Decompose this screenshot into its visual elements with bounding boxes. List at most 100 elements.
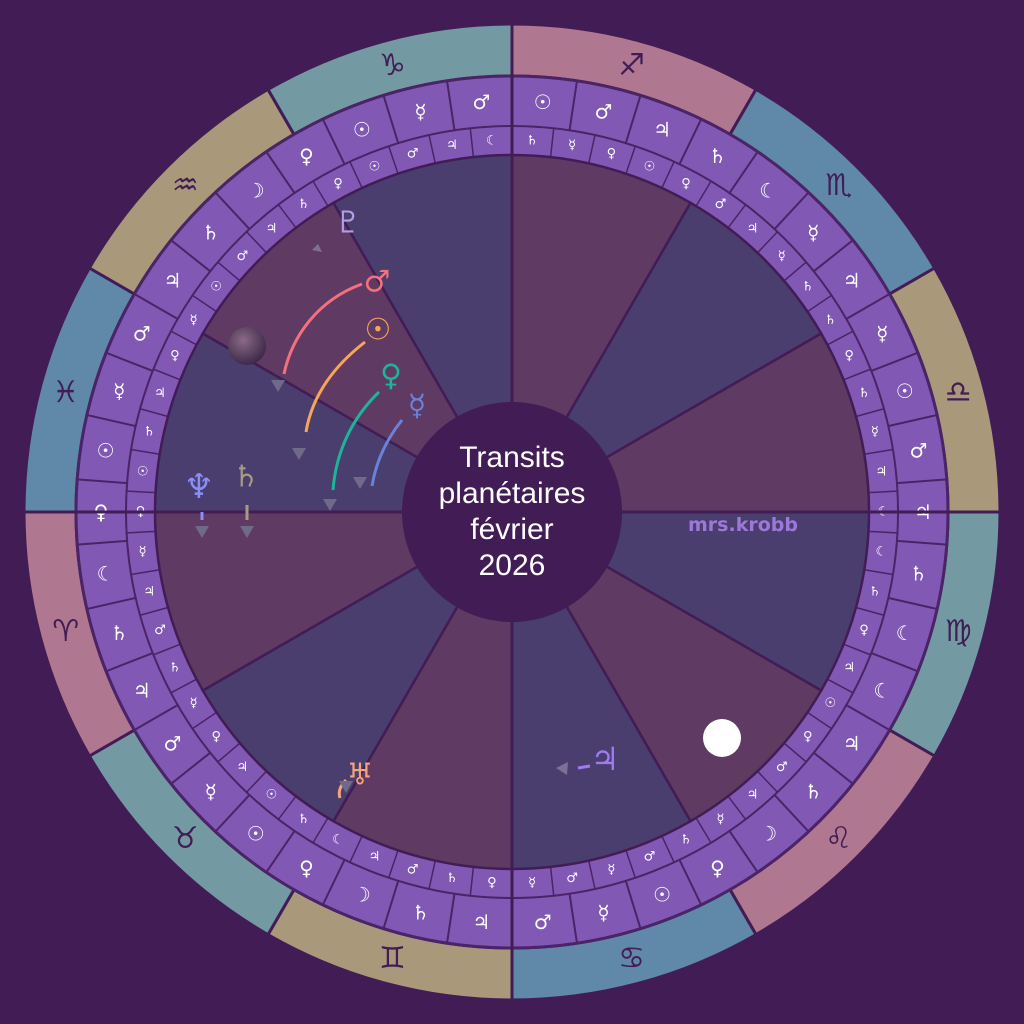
- day-ruler-glyph: ☿: [113, 379, 125, 403]
- day-moon-glyph: ♀: [859, 623, 869, 638]
- ring-tick: [855, 408, 885, 418]
- ring-tick: [265, 151, 296, 194]
- day-moon-glyph: ♄: [869, 584, 881, 599]
- aquarius-sign: ♒: [172, 168, 199, 203]
- virgo-sign: ♍: [945, 614, 972, 649]
- ring-tick: [192, 711, 217, 730]
- ring-tick: [133, 293, 179, 320]
- day-moon-glyph: ♄: [824, 313, 836, 328]
- taurus-sign: ♉: [172, 821, 199, 856]
- ring-tick: [756, 231, 778, 254]
- day-moon-glyph: ♂: [644, 850, 656, 865]
- ring-tick: [868, 490, 898, 494]
- day-ruler-glyph: ♂: [133, 322, 151, 346]
- neptune-icon: ♆: [184, 467, 214, 507]
- sun-arrow: [292, 448, 306, 460]
- day-moon-glyph: ♄: [680, 833, 692, 848]
- day-moon-glyph: ♃: [875, 464, 887, 479]
- day-moon-glyph: ♃: [266, 221, 278, 236]
- sagittarius-sign: ♐: [618, 48, 645, 83]
- ring-tick: [845, 293, 891, 320]
- day-moon-glyph: ♃: [154, 386, 166, 401]
- ring-tick: [388, 850, 399, 879]
- day-ruler-glyph: ☿: [876, 322, 888, 346]
- ring-tick: [428, 860, 436, 890]
- day-ruler-glyph: ☉: [97, 439, 115, 463]
- ring-tick: [888, 414, 938, 428]
- ring-tick: [349, 161, 363, 189]
- day-moon-glyph: ♀: [211, 729, 221, 744]
- day-ruler-glyph: ☉: [653, 883, 671, 907]
- ring-tick: [217, 742, 241, 763]
- day-ruler-glyph: ♃: [472, 910, 490, 934]
- ring-tick: [170, 330, 197, 346]
- day-ruler-glyph: ☽: [759, 821, 777, 845]
- venus-path: [331, 390, 381, 491]
- ring-tick: [170, 751, 211, 785]
- day-ruler-glyph: ☽: [247, 179, 265, 203]
- day-moon-glyph: ♃: [446, 138, 458, 153]
- day-ruler-glyph: ♄: [202, 220, 220, 244]
- ring-tick: [170, 239, 211, 273]
- ring-tick: [246, 231, 268, 254]
- mars-path: [282, 282, 363, 375]
- ring-tick: [624, 880, 642, 929]
- mercury-path: [370, 419, 404, 487]
- day-moon-glyph: ☿: [568, 138, 576, 153]
- day-ruler-glyph: ☾: [896, 621, 914, 645]
- jupiter-tick: [577, 764, 591, 770]
- ring-tick: [277, 795, 297, 820]
- day-ruler-glyph: ♀: [710, 856, 725, 880]
- day-moon-glyph: ☿: [190, 313, 198, 328]
- day-moon-glyph: ♀: [607, 147, 617, 162]
- ring-tick: [139, 408, 169, 418]
- ring-tick: [126, 490, 156, 494]
- day-moon-glyph: ☿: [139, 545, 147, 560]
- day-moon-glyph: ☉: [210, 280, 222, 295]
- ring-tick: [469, 866, 475, 896]
- ring-tick: [728, 830, 759, 873]
- day-moon-glyph: ♄: [143, 425, 155, 440]
- day-ruler-glyph: ☾: [97, 561, 115, 585]
- mars-arrow: [271, 380, 285, 392]
- ring-tick: [568, 80, 578, 131]
- day-ruler-glyph: ♂: [909, 439, 927, 463]
- ring-tick: [382, 880, 400, 929]
- ring-tick: [661, 161, 675, 189]
- ring-tick: [756, 770, 778, 793]
- ring-tick: [813, 239, 854, 273]
- ring-tick: [870, 652, 919, 673]
- day-moon-glyph: ♂: [154, 623, 166, 638]
- day-ruler-glyph: ♂: [534, 910, 552, 934]
- day-ruler-glyph: ☿: [414, 99, 426, 123]
- ring-tick: [783, 261, 807, 282]
- sun-icon: ☉: [365, 313, 392, 348]
- ring-tick: [86, 596, 136, 610]
- day-moon-glyph: ♂: [715, 197, 727, 212]
- ring-tick: [277, 204, 297, 229]
- ring-tick: [170, 678, 197, 694]
- mercury-arrow: [353, 477, 367, 489]
- ring-tick: [783, 742, 807, 763]
- day-ruler-glyph: ♂: [594, 99, 612, 123]
- ring-tick: [896, 478, 947, 485]
- ring-tick: [855, 606, 885, 616]
- mars-icon: ♂: [364, 265, 391, 300]
- day-ruler-glyph: ♄: [412, 901, 430, 925]
- cancer-sign: ♋: [618, 941, 645, 976]
- ring-tick: [321, 118, 346, 165]
- day-moon-glyph: ♀: [803, 729, 813, 744]
- libra-sign: ♎: [945, 375, 972, 410]
- watermark: mrs.krobb: [688, 514, 798, 536]
- day-ruler-glyph: ♃: [843, 268, 861, 292]
- day-ruler-glyph: ☉: [247, 821, 265, 845]
- day-moon-glyph: ♂: [407, 147, 419, 162]
- saturn-arrow: [240, 526, 254, 538]
- ring-tick: [727, 204, 747, 229]
- ring-tick: [321, 859, 346, 906]
- ring-tick: [349, 835, 363, 863]
- ring-tick: [388, 145, 399, 174]
- ring-tick: [773, 794, 810, 833]
- day-ruler-glyph: ☿: [205, 780, 217, 804]
- venus-icon: ♀: [380, 359, 402, 394]
